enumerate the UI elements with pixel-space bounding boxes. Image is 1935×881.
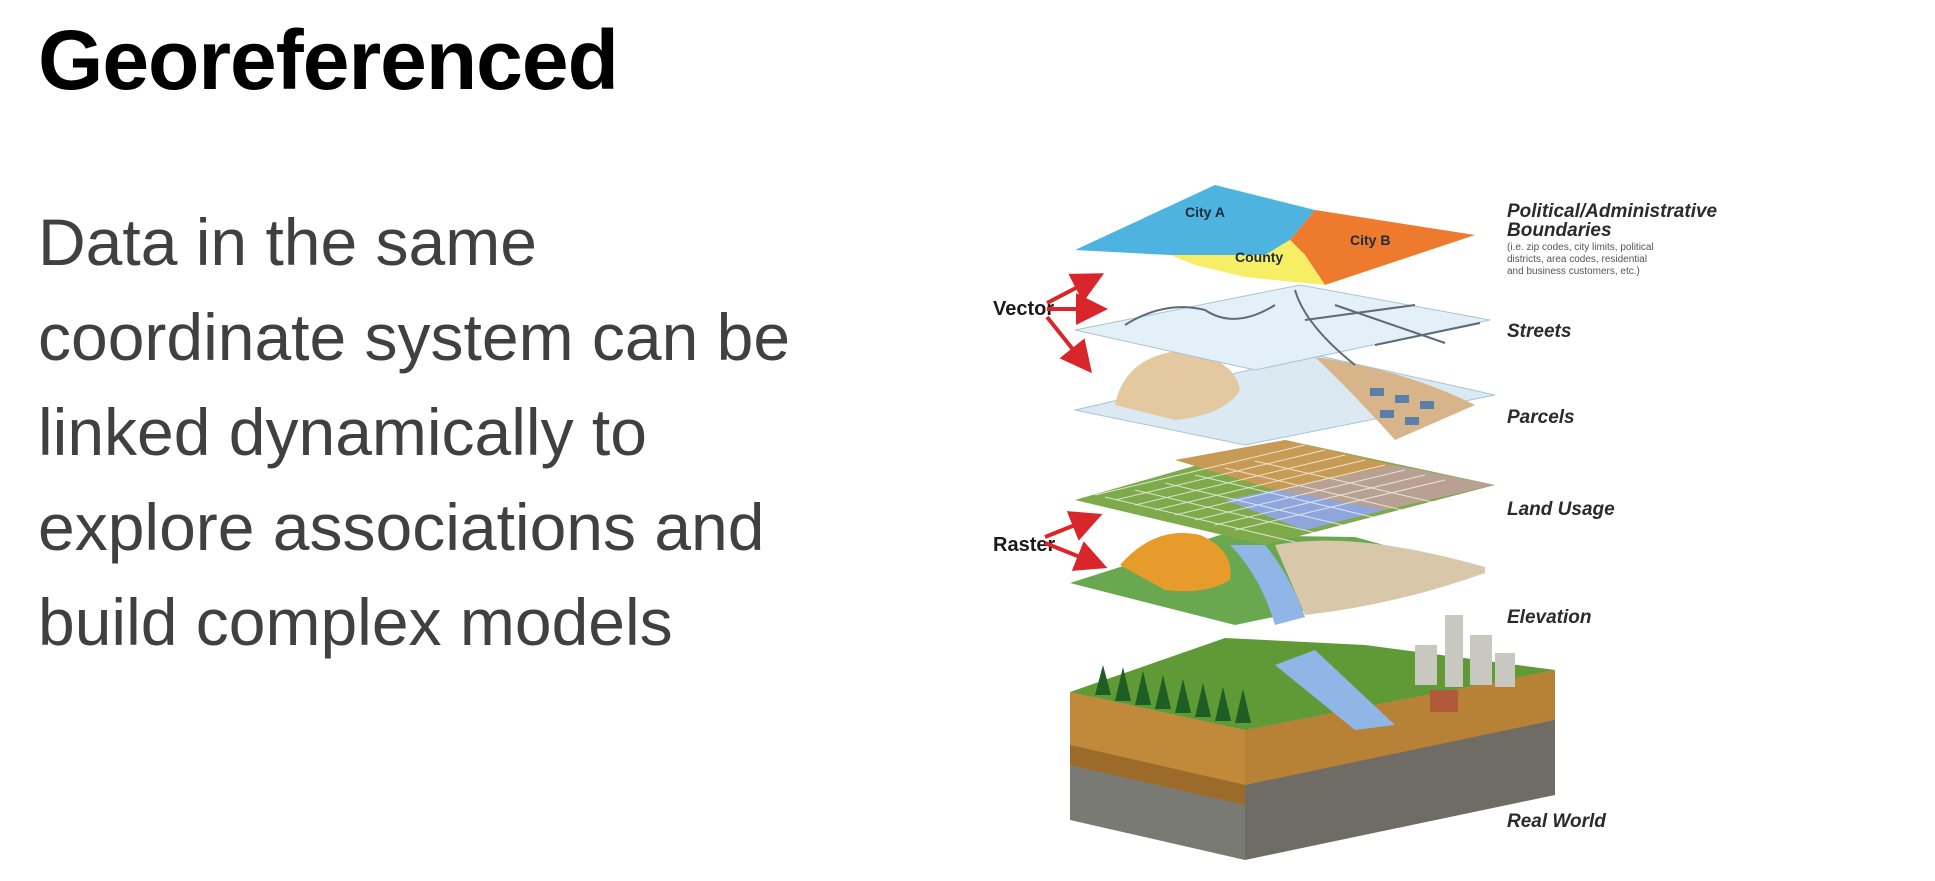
body-line: linked dynamically to	[38, 395, 647, 469]
body-text: Data in the same coordinate system can b…	[38, 195, 898, 670]
gis-layers-svg: City A City B County Vector Raster Polit…	[993, 185, 1718, 860]
political-layer-note: and business customers, etc.)	[1507, 266, 1640, 277]
parcels-layer	[1074, 350, 1496, 446]
city-b-label: City B	[1350, 232, 1390, 248]
elevation-layer-label: Elevation	[1507, 607, 1591, 628]
county-label: County	[1235, 249, 1283, 265]
body-line: coordinate system can be	[38, 300, 791, 374]
gis-layers-diagram: City A City B County Vector Raster Polit…	[975, 105, 1720, 881]
slide-title: Georeferenced	[38, 13, 619, 107]
political-layer-label-line2: Boundaries	[1507, 220, 1612, 241]
political-layer-label: Political/Administrative	[1507, 201, 1718, 222]
vector-label: Vector	[993, 298, 1054, 320]
body-line: build complex models	[38, 585, 673, 659]
land-usage-layer	[1075, 440, 1495, 545]
raster-arrow-elevation	[1044, 541, 1108, 571]
political-layer-note: (i.e. zip codes, city limits, political	[1507, 242, 1654, 253]
elevation-layer	[1070, 533, 1485, 625]
vector-callout: Vector	[993, 273, 1108, 374]
city-a-label: City A	[1185, 204, 1225, 220]
parcels-layer-label: Parcels	[1507, 407, 1575, 428]
vector-arrow-political	[1046, 273, 1105, 305]
real-world-layer-label: Real World	[1507, 811, 1606, 832]
streets-layer	[1074, 284, 1491, 371]
raster-arrow-land-usage	[1044, 511, 1103, 541]
raster-callout: Raster	[993, 511, 1108, 571]
land-usage-layer-label: Land Usage	[1507, 499, 1615, 520]
body-line: explore associations and	[38, 490, 765, 564]
political-boundaries-layer: City A City B County	[1075, 185, 1475, 285]
streets-layer-label: Streets	[1507, 321, 1571, 342]
body-line: Data in the same	[38, 205, 537, 279]
political-layer-note: districts, area codes, residential	[1507, 254, 1647, 265]
real-world-layer	[1070, 615, 1555, 860]
raster-label: Raster	[993, 534, 1055, 556]
vector-arrow-parcels	[1045, 315, 1092, 374]
